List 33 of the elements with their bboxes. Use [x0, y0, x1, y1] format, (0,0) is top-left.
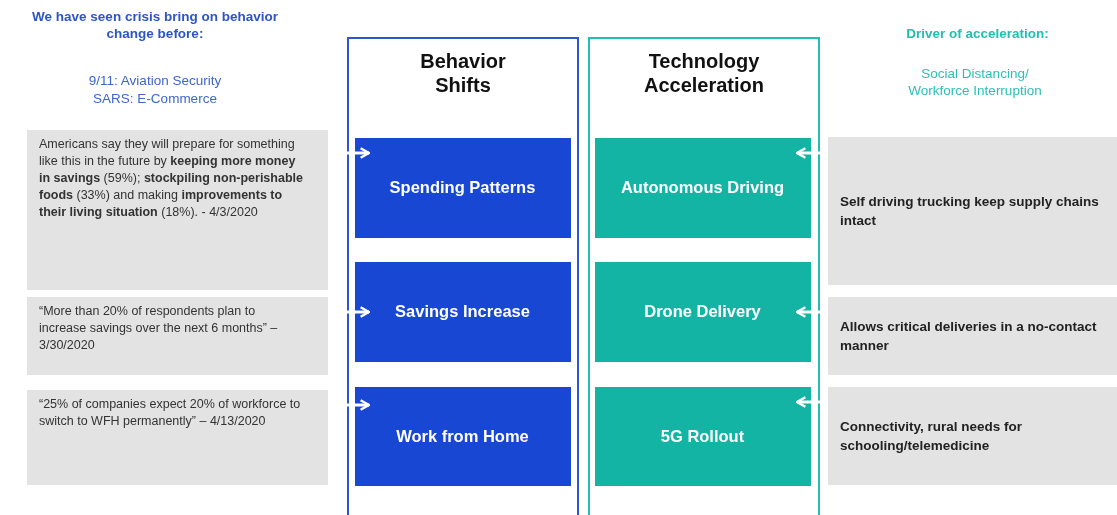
quote-panel — [27, 297, 328, 375]
category-label: Savings Increase — [395, 301, 530, 322]
note-text: SARS: E-Commerce — [92, 90, 218, 107]
category-label: Drone Delivery — [644, 301, 761, 322]
column-heading: Behavior Shifts — [419, 49, 507, 97]
category-label: Work from Home — [396, 425, 529, 447]
column-heading: Technology Acceleration — [642, 49, 766, 97]
category-label: Autonomous Driving — [620, 177, 785, 198]
note-panel — [828, 137, 1117, 285]
quote-panel — [27, 390, 328, 485]
quote-text: “More than 20% of respondents plan to increase savings over the next 6 months” – 3/30/2020 — [39, 304, 278, 352]
quote-text: Americans say they will prepare for something like this in the future by keeping more money in savings (59%); stockpiling non-perishable foods (33%) and making improvements to their living situation (18%). - 4/3/2020 — [39, 137, 303, 219]
note-panel — [828, 387, 1117, 485]
quote-text: “25% of companies expect 20% of workforce to switch to WFH permanently” – 4/13/2020 — [39, 397, 301, 428]
category-box — [354, 386, 571, 486]
quote-panel — [27, 130, 328, 290]
category-box — [594, 261, 811, 362]
category-label: 5G Rollout — [660, 425, 745, 447]
heading-text: We have seen crisis bring on behavior change before: — [31, 8, 279, 42]
category-label: Spending Patterns — [389, 177, 536, 198]
column-frame — [588, 37, 820, 515]
note-text: Connectivity, rural needs for schooling/telemedicine — [840, 418, 1024, 455]
category-box — [354, 261, 571, 362]
note-text: Self driving trucking keep supply chains intact — [840, 193, 1100, 230]
heading-text: Driver of acceleration: — [905, 25, 1050, 42]
note-text: Social Distancing/ Workforce Interruption — [907, 65, 1043, 99]
category-box — [594, 386, 811, 486]
note-text: Allows critical deliveries in a no-contact manner — [840, 318, 1098, 355]
note-panel — [828, 297, 1117, 375]
category-box — [354, 137, 571, 238]
category-box — [594, 137, 811, 238]
column-frame — [347, 37, 579, 515]
note-text: 9/11: Aviation Security — [87, 72, 223, 89]
